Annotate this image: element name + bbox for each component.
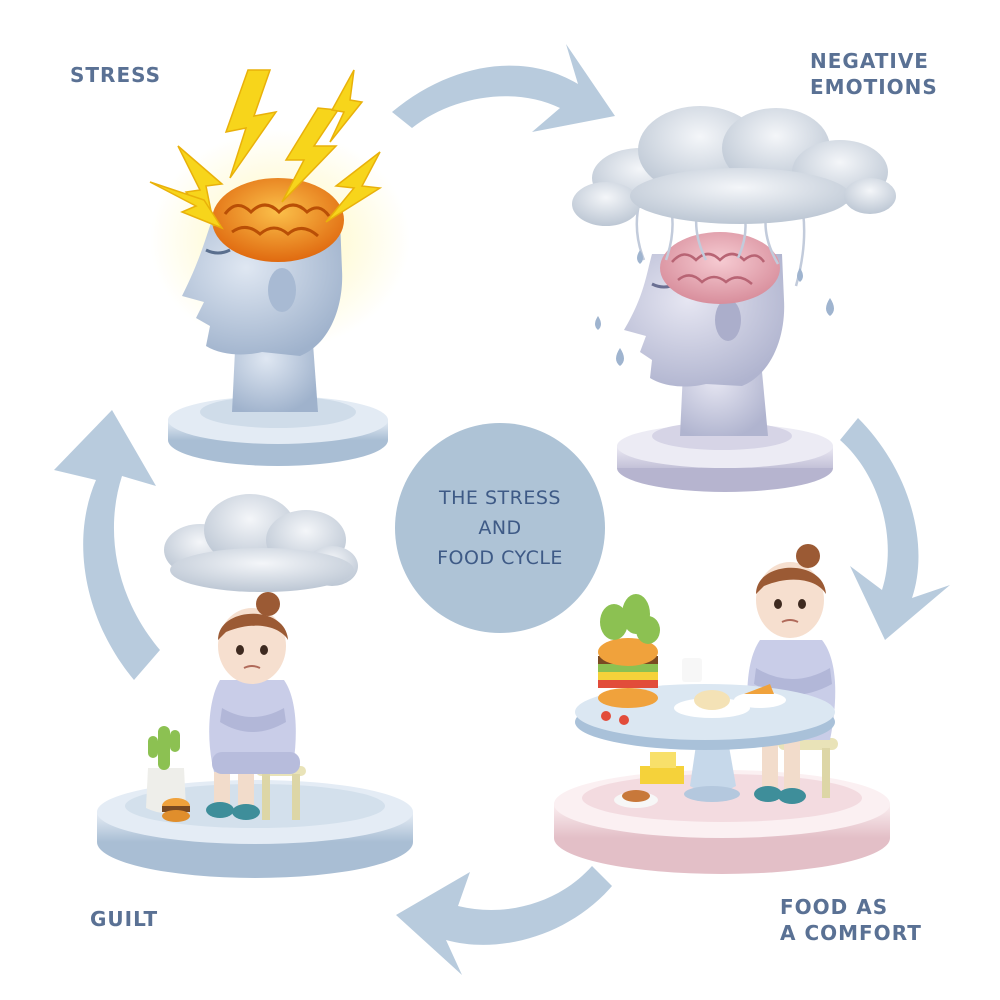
girl-sitting-under-cloud-icon bbox=[97, 494, 413, 878]
sad-head-raincloud-icon bbox=[572, 106, 896, 492]
center-title-line-2: AND bbox=[478, 517, 522, 539]
center-title-line-1: THE STRESS bbox=[439, 487, 561, 509]
center-title-line-3: FOOD CYCLE bbox=[437, 547, 563, 569]
cycle-arrow-icon bbox=[54, 410, 160, 680]
center-title: THE STRESS AND FOOD CYCLE bbox=[395, 423, 605, 633]
cycle-arrow-icon bbox=[396, 866, 612, 975]
stage-label-stress: STRESS bbox=[70, 63, 162, 87]
cycle-arrow-icon bbox=[840, 418, 950, 640]
cycle-arrows bbox=[54, 44, 950, 975]
center-circle bbox=[395, 423, 605, 633]
stage-label-negative-emotions: NEGATIVE EMOTIONS bbox=[810, 49, 938, 99]
girl-eating-food-table-icon bbox=[554, 544, 890, 874]
cycle-arrow-icon bbox=[392, 44, 615, 132]
stressed-head-lightning-icon bbox=[149, 69, 410, 466]
stage-label-food-as-comfort: FOOD AS A COMFORT bbox=[780, 895, 922, 945]
stage-label-guilt: GUILT bbox=[90, 907, 159, 931]
